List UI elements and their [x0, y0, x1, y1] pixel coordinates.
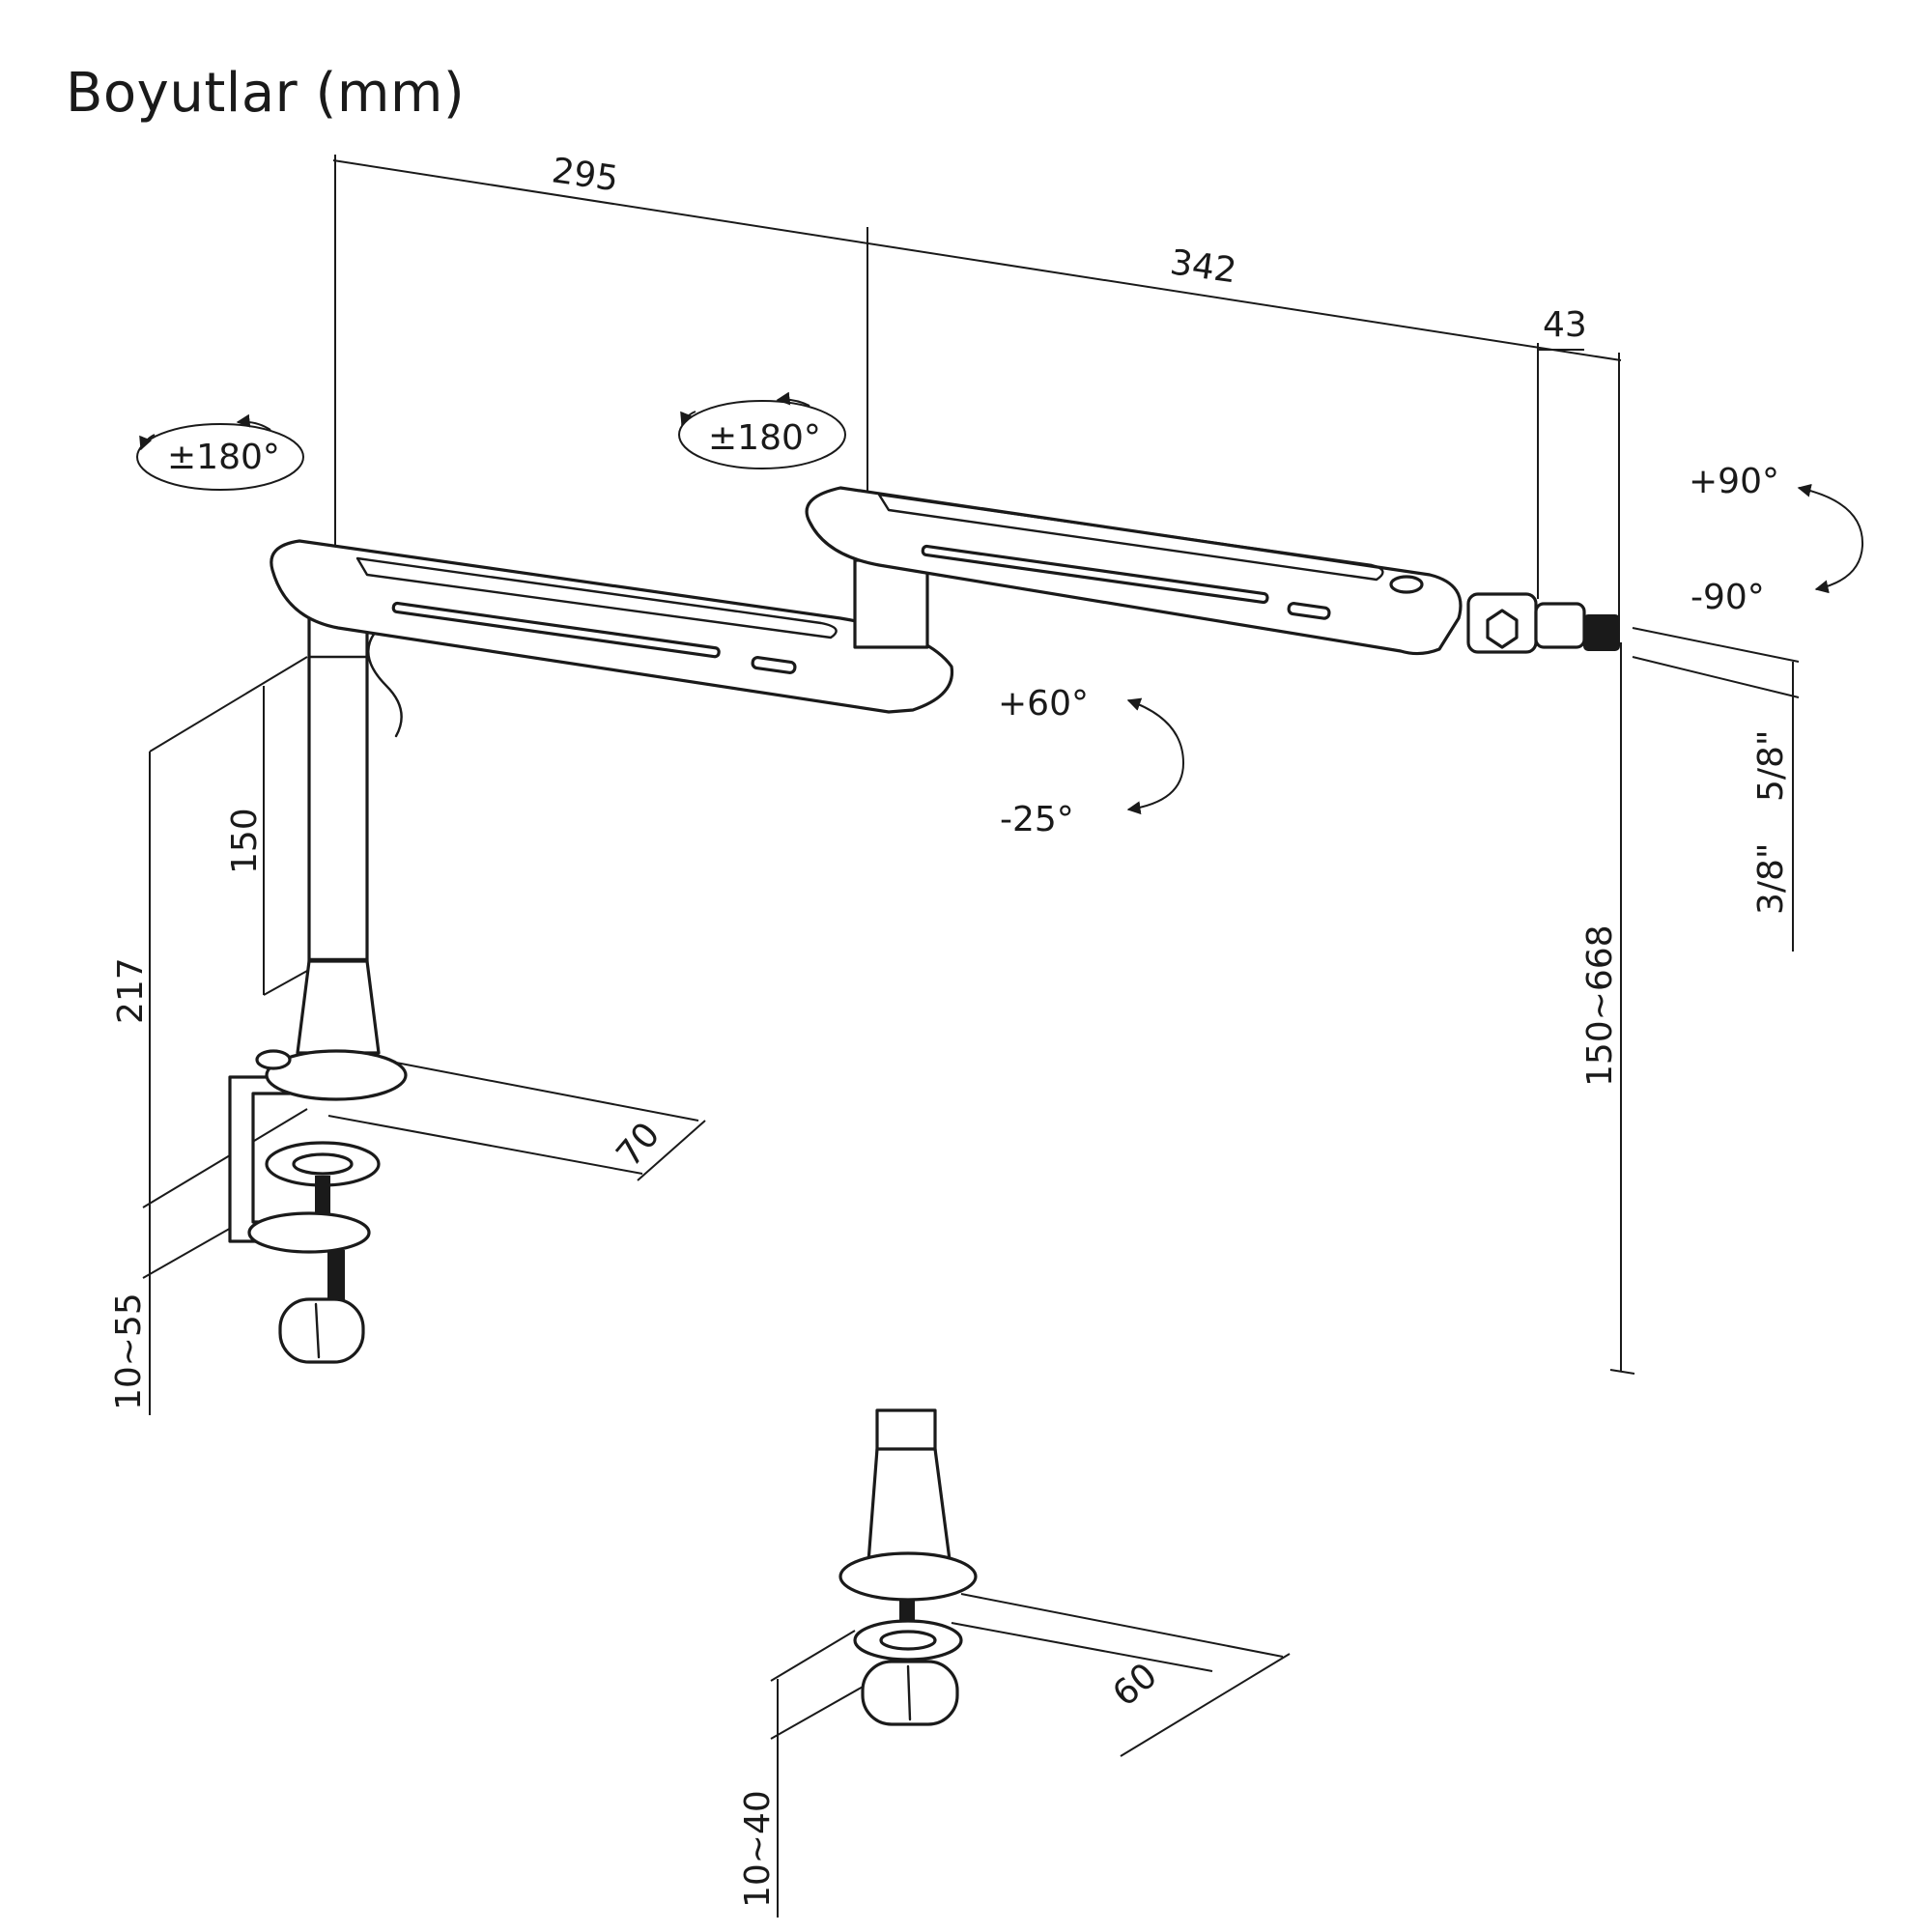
- cable: [367, 631, 403, 738]
- dimension-leader-table: [142, 1108, 308, 1208]
- rotation-indicators: [136, 391, 1864, 815]
- lower-arm-slot-long: [391, 601, 721, 659]
- label-elbow-rotation: ±180°: [708, 418, 821, 458]
- clamp-knob: [278, 1297, 365, 1364]
- label-tilt-up: +90°: [1689, 462, 1779, 501]
- extension-line-70-top: [395, 1062, 699, 1122]
- pole: [307, 616, 369, 963]
- label-clamp-range: 10~55: [109, 1293, 149, 1410]
- grommet-washer-inner: [879, 1630, 937, 1651]
- label-arm-up: +60°: [998, 684, 1089, 724]
- lower-arm-slot-short: [751, 656, 797, 674]
- arrow-elbow-left: [680, 411, 696, 427]
- extension-line-70-bottom: [327, 1115, 643, 1175]
- label-thread-large: 5/8": [1751, 730, 1791, 803]
- thread-line-top: [1632, 627, 1800, 663]
- dimension-line-top: [332, 159, 1622, 361]
- arrow-base-right: [236, 413, 271, 431]
- tilt-head-bolt: [1486, 609, 1519, 649]
- label-arm-down: -25°: [1000, 800, 1074, 839]
- dimension-leader-top: [149, 656, 308, 753]
- lower-arm: [270, 539, 954, 714]
- thread-adapter: [1583, 614, 1620, 651]
- clamp-pressure-plate: [247, 1211, 371, 1254]
- boom-arm: [228, 486, 1620, 1726]
- label-base-rotation: ±180°: [167, 438, 280, 477]
- label-thread-small: 3/8": [1751, 843, 1791, 916]
- page-title: Boyutlar (mm): [66, 62, 466, 125]
- tilt-arrow-head: [1797, 483, 1864, 594]
- dimension-tick-height: [1609, 1369, 1635, 1375]
- grommet-base-plate: [838, 1551, 978, 1602]
- rotation-ellipse-elbow: [678, 400, 846, 469]
- label-grommet-range: 10~40: [738, 1790, 778, 1908]
- arrow-elbow-right: [776, 391, 810, 407]
- elbow-joint: [853, 558, 929, 649]
- dimension-leader-grommet-bottom: [770, 1685, 866, 1740]
- dimension-line-70: [637, 1120, 706, 1181]
- dimension-line-60: [1120, 1653, 1291, 1757]
- upper-arm-slot-short: [1287, 602, 1331, 620]
- clamp-washer-inner: [292, 1152, 354, 1176]
- clamp-knob-groove: [314, 1302, 321, 1359]
- arrow-base-left: [139, 434, 156, 451]
- grommet-knob-groove: [906, 1664, 912, 1721]
- upper-arm-hole: [1389, 575, 1424, 594]
- dimension-lines: [142, 155, 1800, 1918]
- label-base-depth: 70: [609, 1115, 668, 1174]
- tilt-arrow-arm: [1126, 697, 1185, 815]
- pole-flare: [296, 959, 381, 1055]
- label-height-range: 150~668: [1580, 924, 1620, 1087]
- clamp-pivot: [255, 1049, 292, 1070]
- upper-arm-channel: [877, 493, 1384, 582]
- extension-line-60-bottom: [951, 1622, 1213, 1672]
- tilt-head-body: [1534, 602, 1586, 649]
- label-arm2-length: 342: [1168, 242, 1239, 291]
- lower-arm-channel: [355, 556, 838, 639]
- label-arm1-length: 295: [550, 151, 621, 199]
- dimension-tick-150: [263, 970, 308, 996]
- rotation-ellipse-base: [136, 423, 304, 491]
- label-pole-total: 217: [111, 957, 151, 1024]
- label-pole-top: 150: [225, 808, 265, 874]
- dimension-leader-grommet-top: [770, 1630, 856, 1682]
- label-grommet-base: 60: [1105, 1656, 1164, 1715]
- thread-line-bottom: [1632, 656, 1800, 698]
- label-tilt-down: -90°: [1690, 578, 1765, 617]
- base-plate: [265, 1049, 408, 1101]
- upper-arm-slot-long: [921, 544, 1269, 605]
- label-head-length: 43: [1543, 305, 1587, 345]
- extension-line-60-top: [960, 1593, 1284, 1658]
